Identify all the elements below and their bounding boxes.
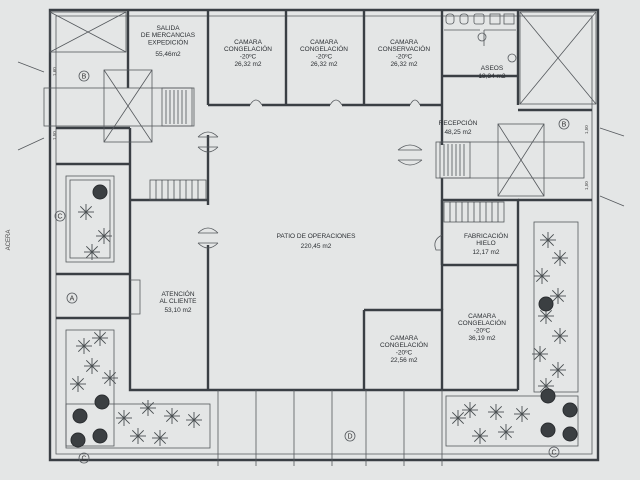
bathroom-fixtures — [444, 13, 517, 63]
room-area-atencion: 53,10 m2 — [164, 307, 191, 314]
marker-d-bottom: D — [347, 434, 352, 441]
palm-icon — [532, 346, 548, 362]
palm-icon — [538, 378, 554, 394]
marker-a-left: A — [70, 296, 75, 303]
palm-icon — [130, 428, 146, 444]
marker-b-right: B — [562, 122, 567, 129]
marker-c-bottom-left: C — [81, 456, 86, 463]
loading-ramp-right — [435, 123, 585, 197]
dim-left-top: 1,60 — [52, 67, 57, 76]
palm-icon — [116, 410, 132, 426]
room-area-recepcion: 48,25 m2 — [444, 129, 471, 136]
palm-icon — [552, 328, 568, 344]
palm-icon — [552, 250, 568, 266]
planters — [65, 175, 579, 449]
dimension-labels: 1,60 1,50 1,50 1,50 — [17, 61, 625, 207]
room-area-salida: 55,46m2 — [155, 51, 181, 58]
palm-icon — [76, 338, 92, 354]
shrub-icon — [562, 402, 578, 418]
dim-left-mid: 1,50 — [52, 131, 57, 140]
outer-walls — [48, 8, 600, 462]
palm-icon — [140, 400, 156, 416]
palm-icon — [540, 232, 556, 248]
palm-icon — [550, 362, 566, 378]
palm-icon — [84, 358, 100, 374]
room-area-hielo: 12,17 m2 — [472, 249, 499, 256]
shrub-icon — [540, 422, 556, 438]
palm-icon — [70, 376, 86, 392]
palm-icon — [488, 404, 504, 420]
dim-right-top: 1,50 — [584, 125, 589, 134]
room-area-camara-4: 22,56 m2 — [390, 357, 417, 364]
shrub-icon — [538, 296, 554, 312]
shrub-icon — [92, 184, 108, 200]
palm-icon — [534, 268, 550, 284]
palm-icon — [450, 410, 466, 426]
marker-c-bottom-right: C — [551, 450, 556, 457]
room-area-camara-5: 36,19 m2 — [468, 335, 495, 342]
palm-icon — [96, 228, 112, 244]
marker-c-left: C — [57, 214, 62, 221]
shrub-icon — [562, 426, 578, 442]
palm-icon — [514, 406, 530, 422]
side-label-acera: ACERA — [6, 230, 12, 251]
room-name-aseos: ASEOS — [481, 65, 504, 72]
palm-icon — [498, 424, 514, 440]
palm-icon — [462, 402, 478, 418]
room-area-camara-2: 26,32 m2 — [310, 61, 337, 68]
shrub-icon — [94, 394, 110, 410]
palm-icon — [152, 430, 168, 446]
vegetation — [70, 184, 578, 448]
section-markers: B B C A C C D — [54, 70, 570, 464]
palm-icon — [78, 204, 94, 220]
shrub-icon — [72, 408, 88, 424]
palm-icon — [472, 428, 488, 444]
marker-b-left: B — [82, 74, 87, 81]
shrub-icon — [70, 432, 86, 448]
loading-ramp-left — [43, 69, 195, 143]
shrub-icon — [540, 388, 556, 404]
room-area-patio: 220,45 m2 — [301, 243, 332, 250]
palm-icon — [92, 330, 108, 346]
dim-right-mid: 1,50 — [584, 181, 589, 190]
room-name-recepcion: RECEPCIÓN — [439, 118, 478, 127]
room-name-patio: PATIO DE OPERACIONES — [277, 233, 357, 240]
stairs — [149, 179, 505, 223]
shrub-icon — [92, 428, 108, 444]
swing-doors — [130, 99, 443, 315]
palm-icon — [102, 370, 118, 386]
palm-icon — [550, 288, 566, 304]
palm-icon — [186, 412, 202, 428]
void-shafts — [49, 11, 597, 105]
room-area-camara-1: 26,32 m2 — [234, 61, 261, 68]
palm-icon — [164, 408, 180, 424]
room-area-camara-3: 26,32 m2 — [390, 61, 417, 68]
palm-icon — [84, 244, 100, 260]
room-area-aseos: 18,34 m2 — [478, 73, 505, 80]
